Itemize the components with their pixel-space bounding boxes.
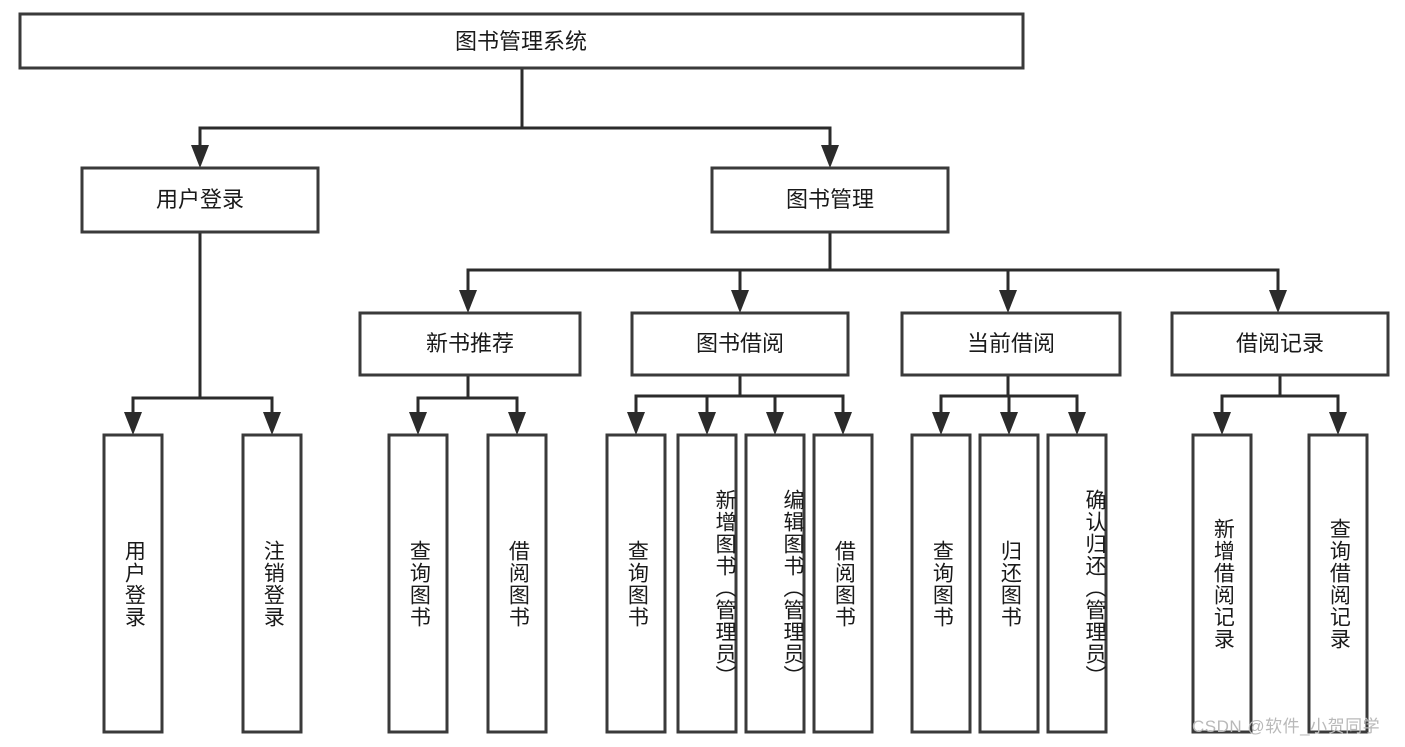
current-borrow-label: 当前借阅	[967, 331, 1055, 356]
root-label: 图书管理系统	[455, 29, 587, 54]
leaf-box-query-book-2[interactable]	[605, 433, 667, 734]
new-book-recommend-label: 新书推荐	[426, 331, 514, 356]
leaf-box-return-book[interactable]	[978, 433, 1040, 734]
leaf-box-add-book-admin[interactable]	[676, 433, 738, 734]
leaf-box-query-book-1[interactable]	[387, 433, 449, 734]
user-login-label: 用户登录	[156, 187, 244, 212]
node-book-borrow[interactable]: 图书借阅	[630, 311, 850, 377]
arrow-head-leaf-return-book	[1000, 412, 1018, 435]
arrow-head-leaf-query-book-1	[409, 412, 427, 435]
watermark-text: CSDN @软件_小贺同学	[1192, 717, 1381, 736]
book-borrow-label: 图书借阅	[696, 331, 784, 356]
borrow-record-label: 借阅记录	[1236, 331, 1324, 356]
leaf-box-query-book-3[interactable]	[910, 433, 972, 734]
borrow-record-box[interactable]	[1170, 311, 1390, 377]
node-new-book-recommend[interactable]: 新书推荐	[358, 311, 582, 377]
leaf-box-borrow-book-1[interactable]	[486, 433, 548, 734]
arrow-head-leaf-query-borrow-record	[1329, 412, 1347, 435]
leaf-box-add-borrow-record[interactable]	[1191, 433, 1253, 734]
leaf-box-borrow-book-2[interactable]	[812, 433, 874, 734]
root-box[interactable]	[18, 12, 1025, 70]
arrow-head-new-book	[459, 290, 477, 313]
leaf-box-query-borrow-record[interactable]	[1307, 433, 1369, 734]
book-management-box[interactable]	[710, 166, 950, 234]
arrow-head-leaf-borrow-book-2	[834, 412, 852, 435]
leaf-box-logout-login[interactable]	[241, 433, 303, 734]
leaf-box-confirm-return-admin[interactable]	[1046, 433, 1108, 734]
book-management-label: 图书管理	[786, 187, 874, 212]
arrow-head-current-borrow	[999, 290, 1017, 313]
new-book-recommend-box[interactable]	[358, 311, 582, 377]
arrow-head-leaf-query-book-3	[932, 412, 950, 435]
arrow-head-leaf-edit-book-admin	[766, 412, 784, 435]
arrow-head-leaf-add-borrow-record	[1213, 412, 1231, 435]
arrow-head-leaf-borrow-book-1	[508, 412, 526, 435]
leaf-node-group	[102, 433, 1369, 734]
current-borrow-box[interactable]	[900, 311, 1122, 377]
node-current-borrow[interactable]: 当前借阅	[900, 311, 1122, 377]
user-login-box[interactable]	[80, 166, 320, 234]
arrow-head-user-login	[191, 145, 209, 168]
book-borrow-box[interactable]	[630, 311, 850, 377]
node-borrow-record[interactable]: 借阅记录	[1170, 311, 1390, 377]
arrow-head-leaf-confirm-return-admin	[1068, 412, 1086, 435]
node-user-login[interactable]: 用户登录	[80, 166, 320, 234]
connector-group	[124, 66, 1347, 435]
node-root[interactable]: 图书管理系统	[18, 12, 1025, 70]
node-book-management[interactable]: 图书管理	[710, 166, 950, 234]
leaf-box-user-login[interactable]	[102, 433, 164, 734]
arrow-head-borrow-record	[1269, 290, 1287, 313]
arrow-head-leaf-query-book-2	[627, 412, 645, 435]
arrow-head-book-borrow	[731, 290, 749, 313]
arrow-head-book-management	[821, 145, 839, 168]
arrow-head-leaf-logout-login	[263, 412, 281, 435]
arrow-head-leaf-add-book-admin	[698, 412, 716, 435]
leaf-box-edit-book-admin[interactable]	[744, 433, 806, 734]
arrow-head-leaf-user-login	[124, 412, 142, 435]
